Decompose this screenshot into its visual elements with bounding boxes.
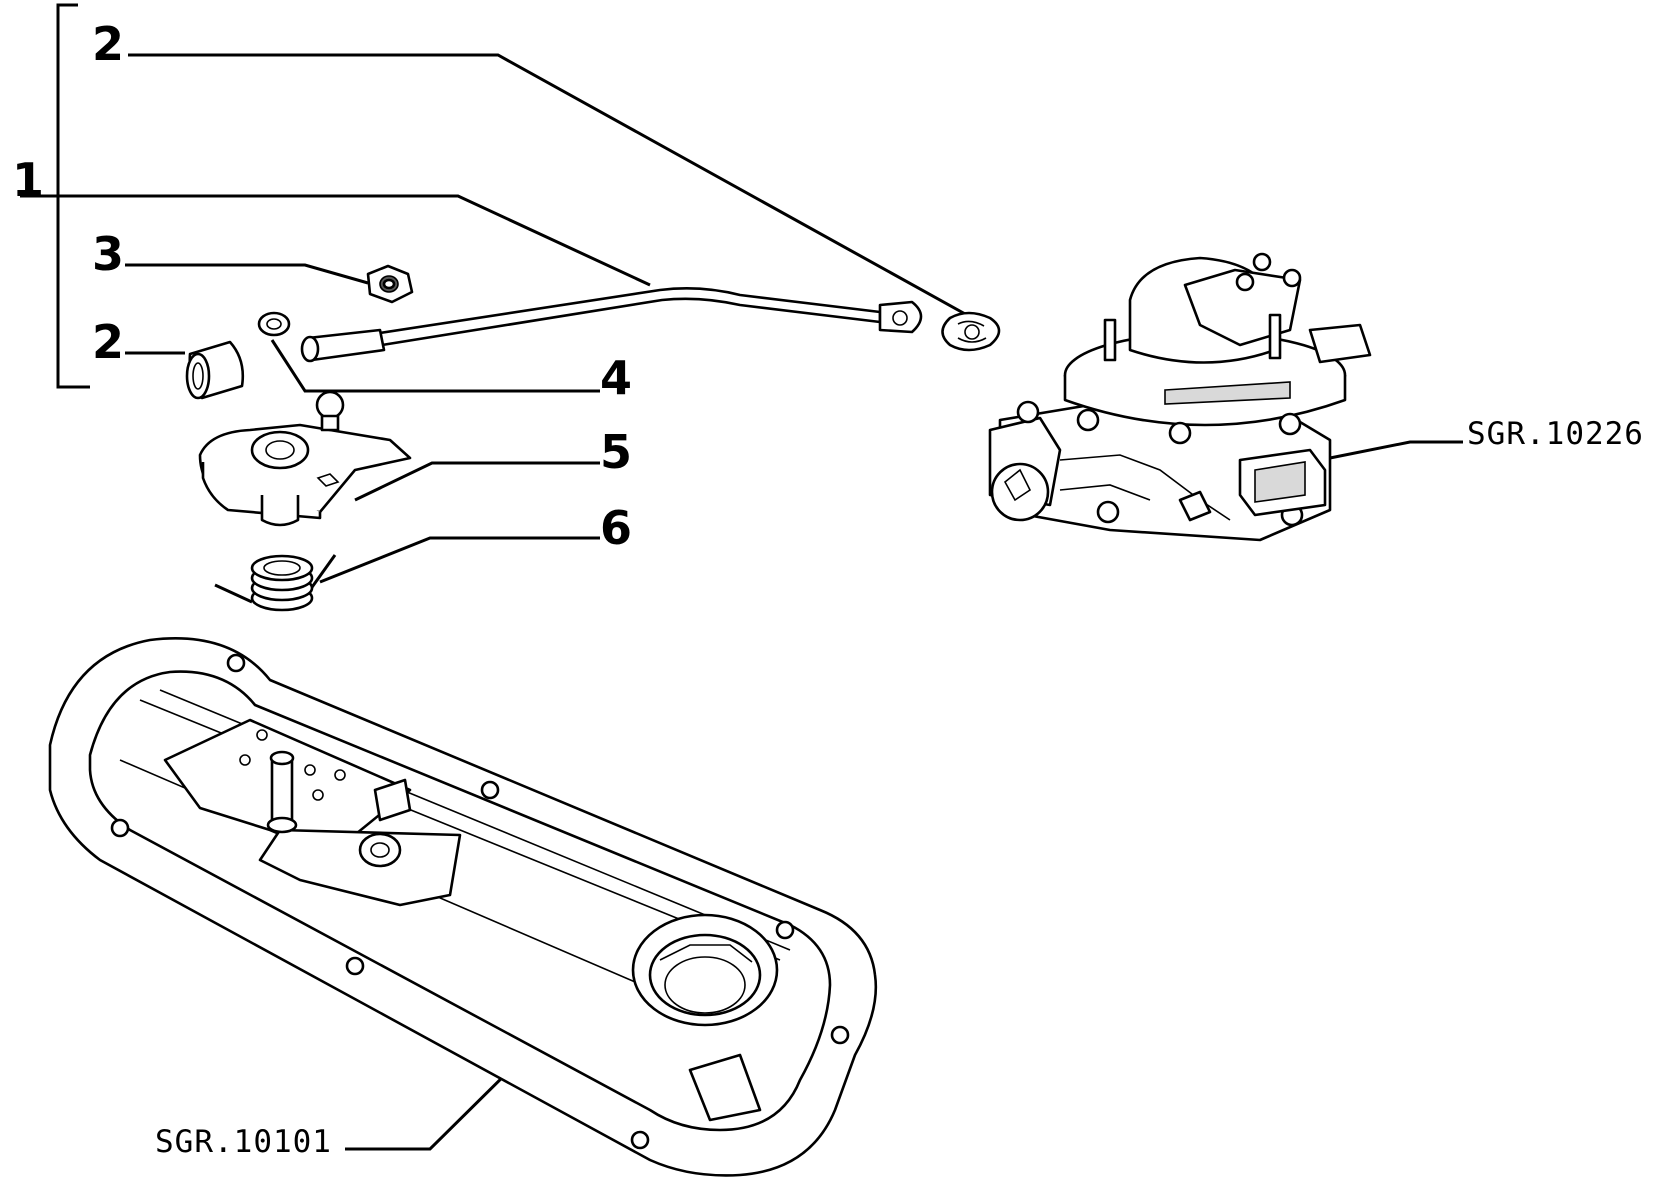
ref-label-carburetor: SGR.10226 — [1467, 416, 1644, 452]
leader-4 — [270, 339, 600, 393]
callout-3: 3 — [92, 227, 124, 281]
callout-2-top: 2 — [92, 17, 124, 71]
leader-ref-carburetor — [1329, 440, 1463, 460]
ref-label-valve-cover: SGR.10101 — [155, 1124, 332, 1160]
control-rod — [300, 287, 923, 363]
throttle-lever — [198, 390, 412, 527]
leader-6 — [319, 536, 600, 584]
carburetor-assembly — [988, 252, 1372, 542]
leader-lines — [58, 53, 1463, 1151]
leader-3 — [125, 263, 369, 285]
leader-2-top — [128, 53, 986, 327]
bushing — [185, 340, 245, 400]
washer — [257, 311, 291, 337]
retaining-clip-top — [941, 311, 1001, 352]
callout-1: 1 — [12, 153, 44, 207]
return-spring — [214, 554, 337, 612]
leader-5 — [354, 461, 600, 502]
leader-ref-valve-cover — [345, 1058, 522, 1151]
callout-4: 4 — [600, 351, 632, 405]
leader-1 — [58, 194, 651, 287]
valve-cover — [48, 637, 878, 1177]
callout-6: 6 — [600, 501, 632, 555]
callout-2-bottom: 2 — [92, 315, 124, 369]
hex-nut — [366, 264, 414, 304]
callout-5: 5 — [600, 425, 632, 479]
